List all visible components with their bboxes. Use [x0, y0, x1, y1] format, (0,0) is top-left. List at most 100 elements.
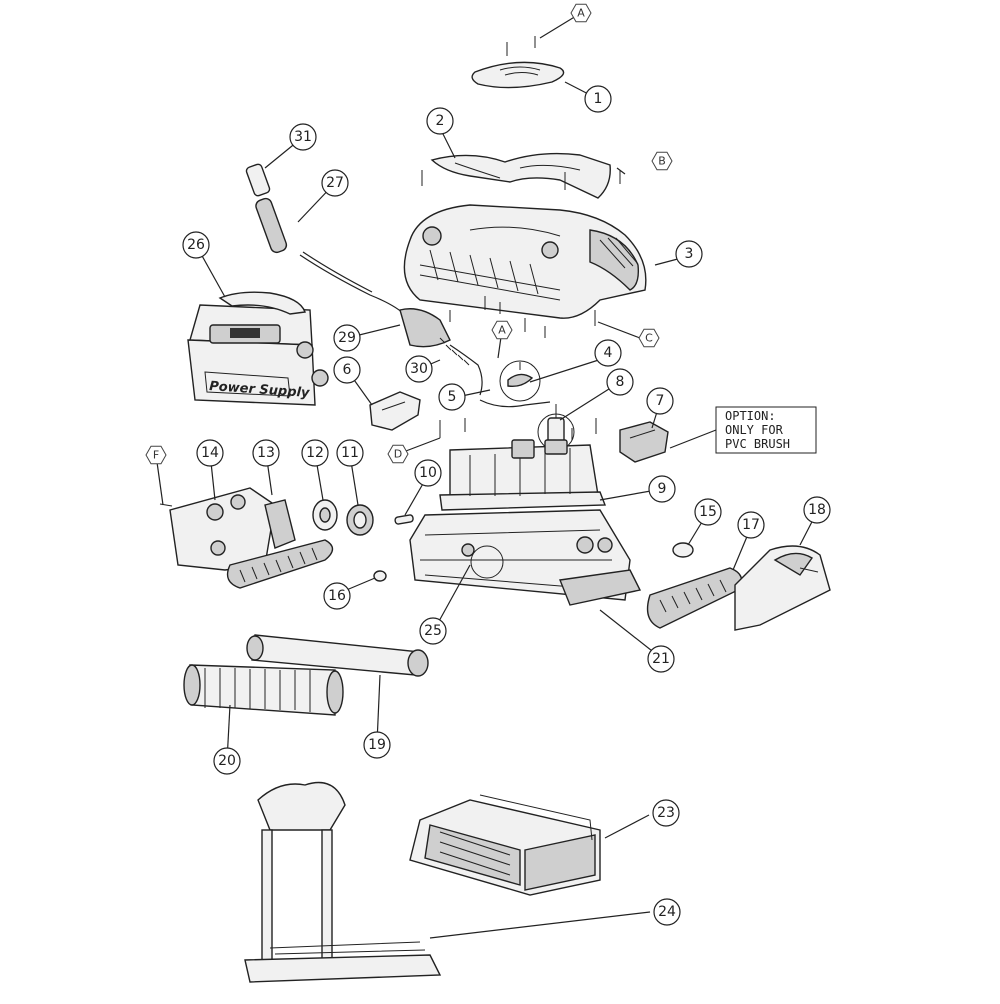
callout-19: 19: [363, 731, 391, 759]
callout-number: 1: [594, 91, 603, 107]
fastener-tag-letter: B: [658, 155, 666, 168]
callout-circle: [196, 439, 224, 467]
part-gear-11: [346, 504, 374, 536]
callout-circle: [182, 231, 210, 259]
callout-14: 14: [196, 439, 224, 467]
callout-circle: [213, 747, 241, 775]
part-track-left: [226, 499, 334, 589]
callout-circle: [737, 511, 765, 539]
option-note: OPTION: ONLY FOR PVC BRUSH: [669, 406, 817, 454]
callout-circle: [426, 107, 454, 135]
callout-2: 2: [426, 107, 454, 135]
callout-25: 25: [419, 617, 447, 645]
callout-10: 10: [414, 459, 442, 487]
callout-circle: [653, 898, 681, 926]
callout-number: 2: [436, 113, 445, 129]
fastener-tag-D: D: [387, 444, 409, 464]
part-track-right: [646, 567, 743, 629]
callout-number: 9: [658, 481, 667, 497]
callout-26: 26: [182, 231, 210, 259]
callout-1: 1: [584, 85, 612, 113]
callout-circle: [301, 439, 329, 467]
part-cap: [672, 542, 694, 558]
fastener-tag-B: B: [651, 151, 673, 171]
part-pvc-option-block: [619, 421, 669, 463]
callout-number: 3: [685, 246, 694, 262]
callout-13: 13: [252, 439, 280, 467]
callout-number: 23: [657, 805, 675, 821]
callout-number: 14: [201, 445, 219, 461]
part-chassis: [409, 509, 642, 606]
callout-16: 16: [323, 582, 351, 610]
callout-circle: [803, 496, 831, 524]
callout-18: 18: [803, 496, 831, 524]
part-impeller-small: [499, 360, 541, 402]
callout-8: 8: [606, 368, 634, 396]
callout-27: 27: [321, 169, 349, 197]
callout-circle: [333, 356, 361, 384]
callout-circle: [336, 439, 364, 467]
callout-circle: [694, 498, 722, 526]
hex-outline: [651, 151, 673, 171]
callout-circle: [648, 475, 676, 503]
callout-number: 10: [419, 465, 437, 481]
power-supply-label: Power Supply: [209, 379, 311, 401]
callout-20: 20: [213, 747, 241, 775]
part-cable-assembly: [245, 163, 551, 408]
callout-circle: [333, 324, 361, 352]
part-clip: [369, 391, 421, 431]
callout-21: 21: [647, 645, 675, 673]
part-pin: [394, 514, 414, 525]
callout-number: 4: [604, 345, 613, 361]
callout-29: 29: [333, 324, 361, 352]
callout-31: 31: [289, 123, 317, 151]
callout-7: 7: [646, 387, 674, 415]
fastener-tag-A1: A: [570, 3, 592, 23]
callout-number: 30: [410, 361, 428, 377]
callout-circle: [647, 645, 675, 673]
callout-15: 15: [694, 498, 722, 526]
callout-number: 19: [368, 737, 386, 753]
hex-outline: [570, 3, 592, 23]
callout-circle: [405, 355, 433, 383]
callout-number: 13: [257, 445, 275, 461]
callout-circle: [419, 617, 447, 645]
fastener-tag-letter: D: [394, 448, 402, 461]
part-washer: [373, 570, 387, 582]
callout-circle: [594, 339, 622, 367]
callout-number: 29: [338, 330, 356, 346]
callout-number: 31: [294, 129, 312, 145]
callout-number: 17: [742, 517, 760, 533]
callout-circle: [252, 439, 280, 467]
part-top-cover: [471, 36, 565, 89]
option-note-line2: ONLY FOR: [725, 423, 784, 437]
callout-number: 8: [616, 374, 625, 390]
callout-number: 25: [424, 623, 442, 639]
callout-circle: [584, 85, 612, 113]
callout-9: 9: [648, 475, 676, 503]
callout-number: 16: [328, 588, 346, 604]
callout-number: 12: [306, 445, 324, 461]
callout-number: 24: [658, 904, 676, 920]
hex-outline: [491, 320, 513, 340]
part-wheel-12: [312, 499, 338, 531]
callout-number: 15: [699, 504, 717, 520]
part-roller: [246, 634, 429, 677]
callout-circle: [323, 582, 351, 610]
part-caddy: [244, 781, 442, 983]
callout-5: 5: [438, 383, 466, 411]
callout-circle: [438, 383, 466, 411]
callout-circle: [675, 240, 703, 268]
callout-number: 21: [652, 651, 670, 667]
part-power-supply: Power Supply: [187, 291, 329, 406]
fastener-tag-letter: A: [577, 7, 585, 20]
hex-outline: [638, 328, 660, 348]
part-top-housing: [403, 204, 647, 338]
fastener-tag-letter: F: [153, 449, 159, 462]
callout-circle: [289, 123, 317, 151]
fastener-tag-A2: A: [491, 320, 513, 340]
part-handle: [421, 152, 621, 199]
fastener-tag-letter: A: [498, 324, 506, 337]
